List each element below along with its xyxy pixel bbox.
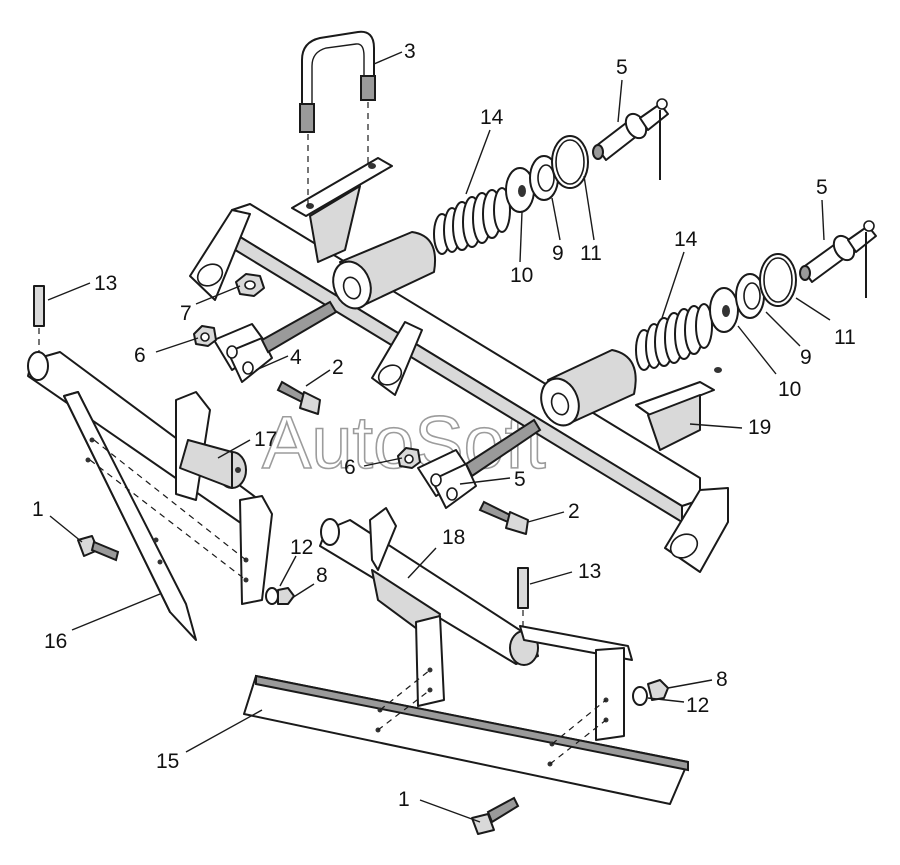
callout-10-upper: 10 [510,264,533,287]
callout-13-left: 13 [94,272,117,295]
blade-15 [243,669,689,805]
callout-19: 19 [748,416,771,439]
callout-5-right: 5 [816,176,828,199]
right-arm-18 [319,507,633,741]
callout-5-lower: 5 [514,468,526,491]
upper-bracket [291,157,393,263]
callout-7: 7 [180,302,192,325]
leader-lines [47,51,831,823]
callout-8-right: 8 [716,668,728,691]
nut-7 [235,273,265,297]
nut-6-upper [193,325,217,347]
callout-13-right: 13 [578,560,601,583]
callout-3: 3 [404,40,416,63]
callout-11-lower: 11 [834,326,856,349]
pivot-tube-upper [332,231,436,310]
callout-2-lower: 2 [568,500,580,523]
ring-11-lower [759,253,797,307]
callout-12-right: 12 [686,694,709,717]
callout-11-upper: 11 [580,242,602,265]
callout-1-left: 1 [32,498,44,521]
pin-5-lower [799,220,877,298]
callout-2-upper: 2 [332,356,344,379]
callout-9-lower: 9 [800,346,812,369]
callout-17: 17 [254,428,277,451]
callout-6-lower: 6 [344,456,356,479]
callout-1-bottom: 1 [398,788,410,811]
clevis-lower [417,418,542,509]
washer-nut-right [632,679,669,706]
washer-nut-left [265,587,295,605]
u-bolt [299,30,376,206]
pin-5-upper [592,98,669,180]
callout-6-upper: 6 [134,344,146,367]
pin-13-left [33,285,45,356]
washer-10-lower [709,287,739,333]
callout-9-upper: 9 [552,242,564,265]
pin-13-right [517,567,529,632]
clevis-upper [213,300,338,383]
bolt-1-left [77,535,120,562]
bolt-2-upper [276,380,321,415]
ring-11-upper [551,135,589,189]
bolt-2-lower [478,500,529,535]
spring-lower [635,303,713,371]
pivot-tube-lower [540,349,637,427]
callout-8-left: 8 [316,564,328,587]
callout-18: 18 [442,526,465,549]
callout-5-top: 5 [616,56,628,79]
nut-6-lower [397,447,421,469]
washer-10-upper [505,167,535,213]
callout-16: 16 [44,630,67,653]
callout-4: 4 [290,346,302,369]
callout-14-upper: 14 [480,106,504,129]
callout-10-lower: 10 [778,378,801,401]
callout-12-left: 12 [290,536,313,559]
callout-labels: 3 14 5 10 9 11 5 14 11 9 10 13 7 6 4 2 1… [32,40,856,811]
bolt-1-bottom [471,796,520,835]
spring-upper [433,187,511,255]
callout-15: 15 [156,750,179,773]
callout-14-lower: 14 [674,228,698,251]
left-arm-17 [27,351,273,641]
washer-9-upper [529,155,559,201]
bracket-19 [635,367,722,451]
